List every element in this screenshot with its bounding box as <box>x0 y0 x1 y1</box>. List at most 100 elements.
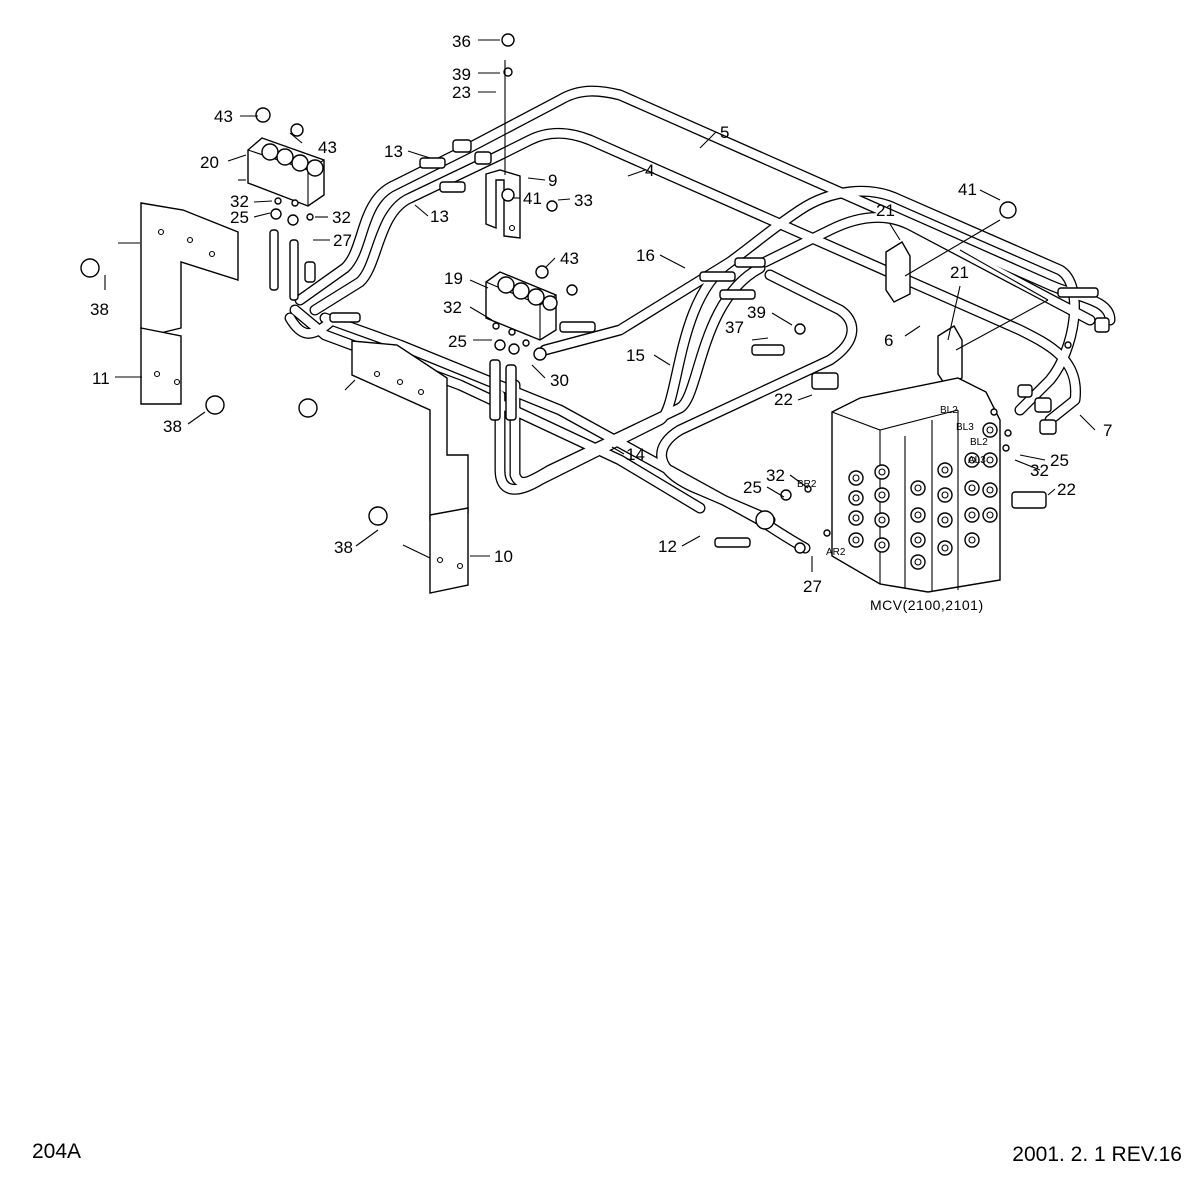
bolt-18 <box>508 328 516 336</box>
bolt-24 <box>1002 444 1010 452</box>
fitting-6 <box>439 181 466 193</box>
leader-36 <box>771 312 793 326</box>
valve-port-4 <box>874 464 890 480</box>
valve-port-18 <box>964 507 980 523</box>
bolt-14 <box>274 197 282 205</box>
leader-30 <box>681 535 701 547</box>
block-20 <box>247 137 325 207</box>
leader-34 <box>797 394 813 401</box>
callout-6: 6 <box>884 331 893 350</box>
callout-25: 25 <box>1050 451 1069 470</box>
callout-21: 21 <box>876 201 895 220</box>
leader-35 <box>751 337 769 341</box>
bolt-26 <box>270 208 282 220</box>
fitting-21 <box>1017 384 1033 398</box>
port-label-bl3: BL3 <box>956 422 974 433</box>
bolt-15 <box>291 199 299 207</box>
callout-33: 33 <box>574 191 593 210</box>
page-code: 204A <box>32 1140 82 1163</box>
callout-38: 38 <box>163 417 182 436</box>
bolt-7 <box>368 506 388 526</box>
bolt-27 <box>287 214 299 226</box>
leader-27 <box>611 446 625 455</box>
bolt-17 <box>492 322 500 330</box>
fitting-7 <box>329 312 361 323</box>
leader-25 <box>659 254 686 269</box>
bolt-32 <box>533 347 547 361</box>
callout-32: 32 <box>332 208 351 227</box>
leader-7 <box>253 212 271 218</box>
leader-40 <box>979 189 1001 201</box>
fitting-9 <box>699 271 736 282</box>
callout-32: 32 <box>230 192 249 211</box>
leader-13 <box>627 169 646 177</box>
leader-46 <box>344 379 356 391</box>
callout-11: 11 <box>92 369 110 388</box>
fitting-2 <box>304 261 316 283</box>
callout-39: 39 <box>452 65 471 84</box>
port-label-al3: AL3 <box>968 455 986 466</box>
callout-13: 13 <box>430 207 449 226</box>
valve-port-12 <box>937 462 953 478</box>
bolt-31 <box>794 542 806 554</box>
valve-port-2 <box>848 510 864 526</box>
callout-43: 43 <box>318 138 337 157</box>
valve-port-7 <box>874 537 890 553</box>
valve-port-3 <box>848 532 864 548</box>
callout-22: 22 <box>774 390 793 409</box>
valve-port-9 <box>910 507 926 523</box>
leader-19 <box>187 411 206 425</box>
leader-11 <box>414 204 429 217</box>
block-19 <box>485 271 558 341</box>
port-label-ar2: AR2 <box>826 547 846 558</box>
callout-19: 19 <box>444 269 463 288</box>
valve-port-14 <box>937 512 953 528</box>
fitting-12 <box>1057 287 1099 298</box>
valve-port-16 <box>964 452 980 468</box>
leader-21 <box>544 257 556 269</box>
bolt-12 <box>794 323 806 335</box>
valve-port-5 <box>874 487 890 503</box>
valve-port-8 <box>910 480 926 496</box>
bolt-16 <box>306 213 314 221</box>
fitting-13 <box>714 537 751 548</box>
leader-6 <box>253 200 273 203</box>
leader-41 <box>1079 414 1096 431</box>
callout-41: 41 <box>523 189 542 208</box>
callout-25: 25 <box>743 478 762 497</box>
bolt-33 <box>755 510 775 530</box>
bolt-13 <box>999 201 1017 219</box>
leader-26 <box>653 354 671 366</box>
bolt-9 <box>566 284 578 296</box>
clamp-21 <box>885 241 963 387</box>
bolt-5 <box>205 395 225 415</box>
callout-27: 27 <box>333 231 352 250</box>
fitting-4 <box>505 364 517 421</box>
leader-22 <box>469 306 493 321</box>
bolt-29 <box>508 343 520 355</box>
leader-45 <box>402 544 431 559</box>
leader-16 <box>557 198 571 201</box>
fitting-0 <box>269 229 279 291</box>
leader-31 <box>766 486 785 498</box>
callout-32: 32 <box>1030 461 1049 480</box>
callout-14: 14 <box>626 445 645 464</box>
callout-43: 43 <box>214 107 233 126</box>
bolt-23 <box>1004 429 1012 437</box>
leader-43 <box>1014 459 1041 471</box>
callout-38: 38 <box>90 300 109 319</box>
leader-12 <box>699 131 717 149</box>
leader-20 <box>469 279 489 289</box>
fitting-15 <box>1011 491 1047 509</box>
fitting-17 <box>474 151 492 165</box>
bracket-10 <box>351 340 469 594</box>
fitting-8 <box>559 321 596 333</box>
bolt-3 <box>290 123 304 137</box>
valve-port-22 <box>982 482 998 498</box>
callout-32: 32 <box>766 466 785 485</box>
leader-10 <box>407 150 431 159</box>
callout-5: 5 <box>720 123 729 142</box>
fitting-14 <box>811 372 839 390</box>
